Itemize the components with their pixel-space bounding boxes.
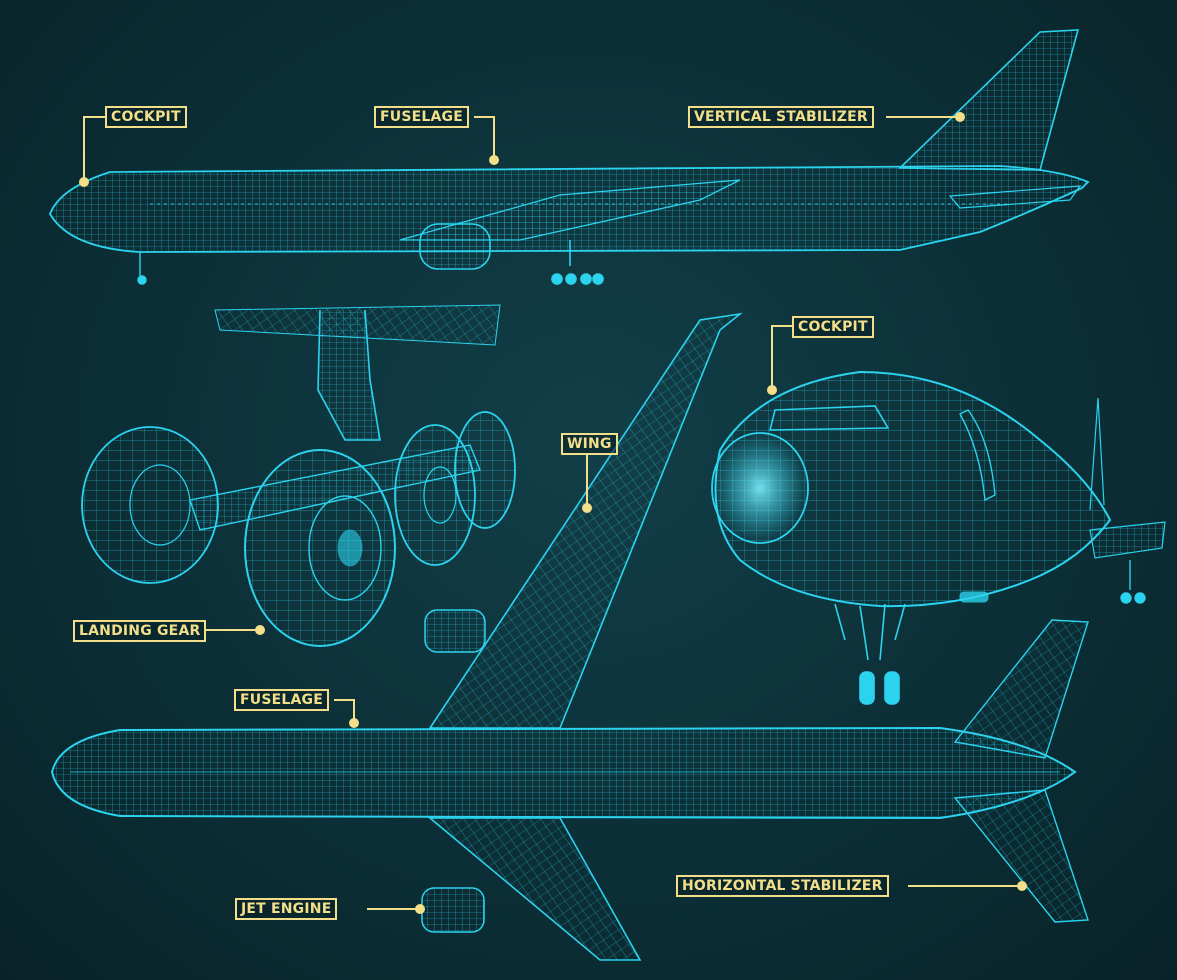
front-cockpit-windows: [768, 405, 890, 431]
label-jet-engine: JET ENGINE: [235, 898, 338, 920]
top-lower-wing: [427, 817, 642, 961]
label-front-cockpit: COCKPIT: [792, 316, 874, 338]
top-fuselage: [50, 726, 1077, 820]
landing-gear-detail: [81, 304, 516, 647]
front-door: [959, 409, 996, 502]
leader-side-fuselage: [474, 116, 495, 160]
gear-wheel-front-right: [394, 424, 476, 566]
side-wing: [399, 179, 741, 241]
front-vertical-stabilizer: [1089, 397, 1105, 511]
side-main-gear: [551, 240, 604, 285]
label-top-fuselage: FUSELAGE: [234, 689, 329, 711]
front-main-gear-right: [1120, 560, 1146, 604]
label-horizontal-stabilizer: HORIZONTAL STABILIZER: [676, 875, 889, 897]
gear-strut: [317, 309, 381, 441]
side-horizontal-stabilizer: [948, 185, 1082, 209]
top-engine-upper: [424, 609, 486, 653]
label-wing: WING: [561, 433, 618, 455]
front-horizontal-stabilizer: [1089, 521, 1166, 559]
leader-top-fuselage: [334, 699, 355, 723]
side-jet-engine: [419, 223, 491, 270]
front-belly-fairing: [959, 591, 989, 603]
front-fuselage: [714, 370, 1112, 608]
label-vertical-stabilizer: VERTICAL STABILIZER: [688, 106, 874, 128]
label-landing-gear: LANDING GEAR: [73, 620, 207, 642]
leader-side-cockpit: [83, 116, 105, 182]
gear-wheel-rear-left: [81, 426, 219, 584]
front-nose-gear: [834, 603, 906, 705]
side-nose-gear: [137, 252, 147, 285]
side-view-aircraft: [49, 29, 1090, 285]
front-nose-cone: [711, 432, 809, 544]
top-view-aircraft: [50, 312, 1089, 961]
label-side-fuselage: FUSELAGE: [374, 106, 469, 128]
label-side-cockpit: COCKPIT: [105, 106, 187, 128]
leader-front-cockpit: [771, 325, 792, 390]
gear-wheel-front-left: [244, 449, 396, 647]
side-vertical-stabilizer: [898, 29, 1080, 171]
callout-leaders: [79, 112, 1027, 914]
front-view-aircraft: [711, 370, 1166, 705]
top-engine-lower: [421, 887, 485, 933]
